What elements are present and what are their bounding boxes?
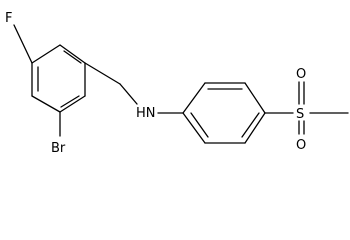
oxygen-bottom-label: O — [296, 138, 306, 153]
ring1-bond-c-inner — [60, 95, 80, 108]
molecule-structure: F Br HN S O O — [5, 11, 349, 156]
ring1-bond-d — [31, 95, 61, 113]
bromofluorophenyl-ring — [31, 44, 86, 113]
sulfur-label: S — [296, 107, 304, 122]
ring1-bond-a-inner — [63, 50, 82, 64]
ring2-bond-f-inner — [190, 112, 209, 138]
bromine-label: Br — [51, 141, 66, 156]
ring1-bond-f — [31, 44, 61, 64]
ring1-bond-a — [59, 44, 86, 64]
ring2-bond-d — [244, 112, 266, 144]
amine-label: HN — [136, 106, 156, 121]
methylsulfonylphenyl-ring — [182, 82, 266, 144]
ring2-bond-c — [244, 82, 266, 114]
fluorine-bond — [13, 24, 33, 64]
fluorine-label: F — [5, 11, 12, 26]
ring1-bond-c — [59, 95, 86, 113]
ring2-bond-d-inner — [241, 112, 260, 138]
ring2-bond-f — [182, 112, 206, 144]
oxygen-top-label: O — [296, 67, 306, 82]
ring2-bond-a — [182, 82, 206, 114]
methylene-bond-1 — [84, 62, 121, 85]
methylene-bond-2 — [119, 83, 138, 105]
